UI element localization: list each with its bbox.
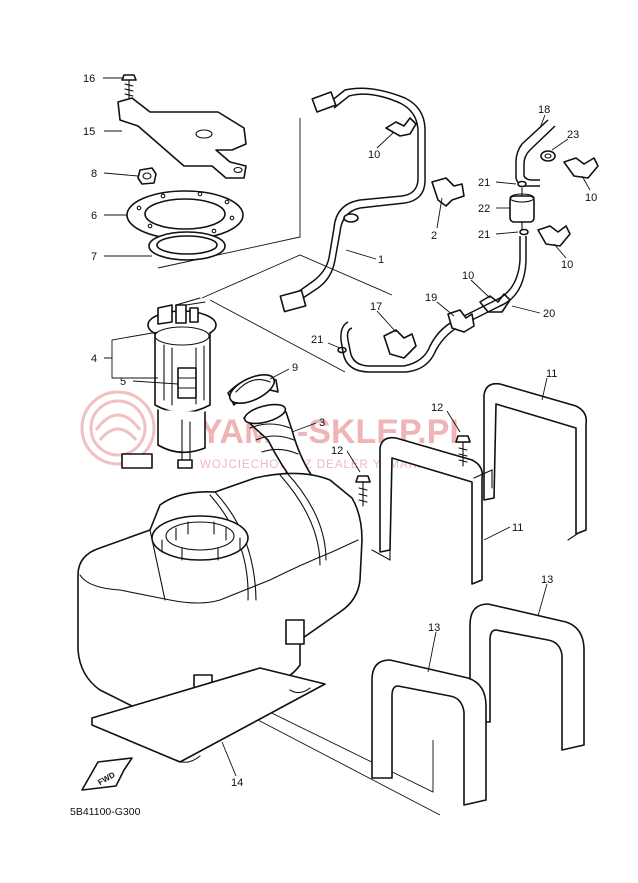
callout-19: 19 — [425, 292, 437, 304]
callout-12-left: 12 — [331, 445, 343, 457]
fuel-pump-assembly-4 — [121, 297, 217, 469]
callout-22: 22 — [478, 203, 490, 215]
callout-8: 8 — [91, 168, 97, 180]
callout-15: 15 — [83, 126, 95, 138]
callout-12-right: 12 — [431, 402, 443, 414]
callout-23: 23 — [567, 129, 579, 141]
callout-10-top: 10 — [368, 149, 380, 161]
callout-16: 16 — [83, 73, 95, 85]
filler-cap-9 — [227, 373, 279, 406]
forward-arrow-icon: FWD — [81, 757, 133, 791]
bolt-16 — [121, 74, 137, 101]
strap-band-11-rear — [483, 382, 588, 541]
diagram-code: 5B41100-G300 — [70, 806, 141, 818]
callout-10-center: 10 — [462, 270, 474, 282]
callout-17: 17 — [370, 301, 382, 313]
clamp-10-right-top — [563, 157, 599, 179]
holder-2 — [431, 177, 465, 207]
callout-11-mid: 11 — [512, 522, 523, 534]
fuel-hose-1 — [279, 87, 426, 313]
callout-5: 5 — [120, 376, 126, 388]
callout-21-top: 21 — [478, 177, 490, 189]
callout-21-mid: 21 — [478, 229, 490, 241]
callout-4: 4 — [91, 353, 97, 365]
fuel-tank — [77, 471, 363, 724]
callout-21-lower: 21 — [311, 334, 323, 346]
bolt-12-a — [455, 435, 471, 467]
callout-11-top: 11 — [546, 368, 557, 380]
callout-9: 9 — [292, 362, 298, 374]
valve-22 — [509, 187, 535, 231]
callout-14: 14 — [231, 777, 243, 789]
rubber-strap-13-front — [371, 659, 487, 806]
holder-17 — [383, 329, 417, 359]
callout-2: 2 — [431, 230, 437, 242]
callouts: 16 15 8 6 7 4 5 9 3 14 10 1 2 18 23 21 2… — [83, 73, 597, 789]
watermark-logo — [80, 390, 156, 466]
gasket-7 — [148, 231, 226, 261]
plate-ring-6 — [126, 190, 244, 240]
bolt-12-b — [355, 475, 371, 507]
callout-1: 1 — [378, 254, 384, 266]
callout-20: 20 — [543, 308, 555, 320]
nut-8 — [137, 167, 157, 185]
tank-pad-14 — [91, 667, 326, 763]
filler-neck-3 — [243, 403, 317, 489]
clamp-10-center — [479, 293, 511, 313]
callout-13-left: 13 — [428, 622, 440, 634]
watermark-subtitle: WOJCIECHOWICZ DEALER YAMAHA — [200, 459, 427, 471]
strap-band-11-front — [371, 436, 493, 585]
callout-7: 7 — [91, 251, 97, 263]
callout-13-right: 13 — [541, 574, 553, 586]
clamp-10-top — [385, 117, 417, 137]
clamp-10-right-mid — [537, 225, 571, 247]
callout-18: 18 — [538, 104, 550, 116]
clamp-19 — [447, 309, 475, 333]
callout-6: 6 — [91, 210, 97, 222]
clip-21-mid — [519, 228, 529, 236]
bracket-15 — [117, 97, 247, 179]
clip-21-top — [517, 180, 527, 188]
breather-hose-20 — [340, 236, 527, 373]
callout-10-right-top: 10 — [585, 192, 597, 204]
rubber-strap-13-rear — [469, 603, 585, 751]
cap-23 — [540, 150, 556, 162]
callout-10-right-mid: 10 — [561, 259, 573, 271]
callout-3: 3 — [319, 417, 325, 429]
leader-lines — [103, 77, 591, 777]
